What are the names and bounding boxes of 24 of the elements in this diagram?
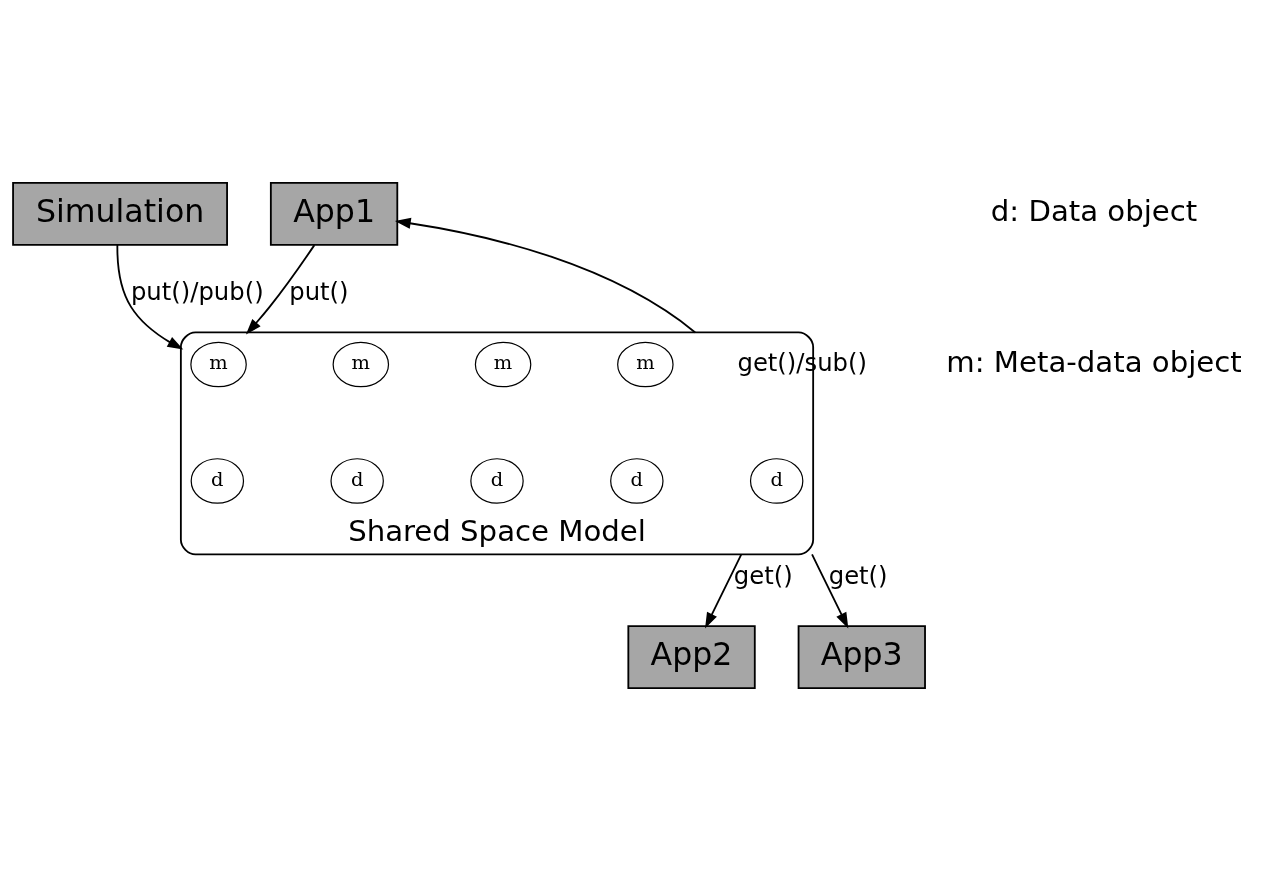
arrow (116, 243, 184, 350)
node-ellipse: m (617, 341, 674, 387)
node-box: App2 (627, 624, 756, 689)
label: m: Meta-data object (946, 344, 1242, 379)
node-ellipse: m (332, 341, 390, 387)
label: d: Data object (990, 193, 1198, 228)
node-ellipse: d (190, 457, 245, 504)
arrow (811, 552, 849, 628)
arrow (394, 217, 697, 333)
edge-label: put() (289, 276, 349, 306)
node-ellipse: d (749, 457, 804, 504)
arrow (245, 243, 316, 334)
edge-label: put()/pub() (130, 276, 264, 306)
edge-label: get() (828, 560, 888, 590)
node-ellipse: m (190, 341, 247, 387)
node-box: App1 (269, 181, 399, 246)
edge-label: get() (733, 560, 793, 590)
node-box: Simulation (12, 181, 228, 246)
node-ellipse: d (470, 457, 524, 504)
node-ellipse: d (330, 457, 384, 504)
arrow (705, 552, 743, 628)
node-ellipse: m (474, 341, 532, 387)
node-ellipse: d (610, 457, 664, 504)
node-box: App3 (797, 624, 926, 689)
